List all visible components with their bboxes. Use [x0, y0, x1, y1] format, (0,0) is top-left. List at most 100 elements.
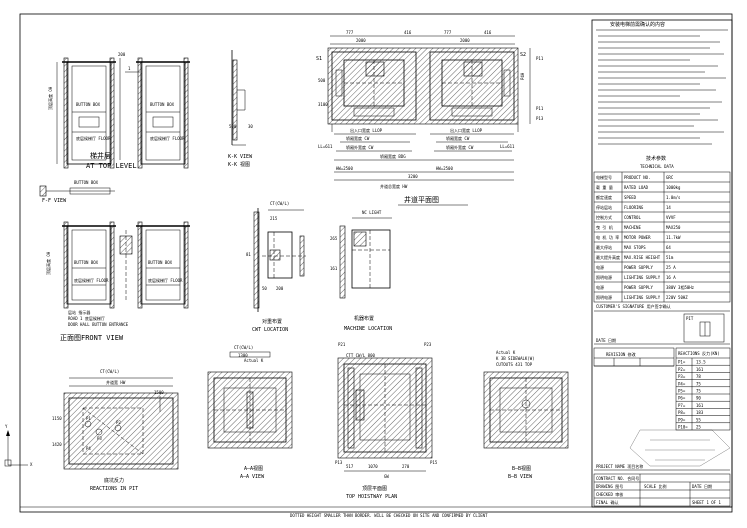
- svg-text:底坑反力: 底坑反力: [104, 477, 124, 484]
- tech-cell: 电源: [596, 284, 604, 290]
- svg-text:P11: P11: [536, 106, 544, 111]
- svg-text:LL=611: LL=611: [318, 144, 333, 149]
- svg-text:265: 265: [330, 236, 338, 241]
- svg-text:出入口宽度 LLOP: 出入口宽度 LLOP: [450, 127, 483, 133]
- tech-cell: 照明电源: [596, 294, 612, 300]
- reaction-cell: P5=: [678, 389, 686, 394]
- svg-text:REACTIONS IN PIT: REACTIONS IN PIT: [90, 486, 138, 492]
- svg-text:DATE 日期: DATE 日期: [596, 337, 616, 343]
- svg-text:轿厢宽度 CW: 轿厢宽度 CW: [446, 135, 470, 141]
- svg-text:1070: 1070: [368, 464, 378, 469]
- svg-text:层站 指示器: 层站 指示器: [68, 309, 90, 315]
- reaction-cell: P7=: [678, 403, 686, 408]
- tech-cell: CONTROL: [624, 215, 641, 220]
- reaction-cell: 75: [696, 381, 701, 386]
- svg-text:NC LIGHT: NC LIGHT: [362, 210, 382, 215]
- svg-text:技术参数: 技术参数: [646, 155, 666, 162]
- svg-text:SHEET 1 OF 1: SHEET 1 OF 1: [692, 500, 721, 505]
- svg-text:3100: 3100: [318, 102, 328, 107]
- svg-text:K 3B SIDEWALK(W): K 3B SIDEWALK(W): [496, 356, 535, 361]
- svg-text:3200: 3200: [408, 174, 418, 179]
- tech-cell: 25 A: [666, 265, 676, 270]
- svg-text:K-K VIEW: K-K VIEW: [228, 154, 253, 160]
- tech-cell: SPEED: [624, 195, 637, 200]
- svg-text:LL=611: LL=611: [500, 144, 515, 149]
- svg-text:517: 517: [346, 464, 354, 469]
- svg-text:轿厢外宽度 CW: 轿厢外宽度 CW: [346, 144, 374, 150]
- tech-cell: MACHINE: [624, 225, 641, 230]
- svg-text:B—B视图: B—B视图: [512, 465, 531, 472]
- tech-cell: 11.7kW: [666, 235, 681, 240]
- tech-cell: 电 机 功 率: [596, 234, 619, 240]
- reaction-cell: P9=: [678, 417, 686, 422]
- svg-text:轿厢宽度 CW: 轿厢宽度 CW: [346, 135, 370, 141]
- tech-cell: 控制方式: [596, 214, 612, 220]
- svg-text:1: 1: [128, 66, 131, 71]
- tech-cell: 64: [666, 245, 671, 250]
- svg-text:HW=2500: HW=2500: [436, 166, 453, 171]
- svg-text:BUTTON BOX: BUTTON BOX: [148, 260, 173, 265]
- svg-text:K-K 视图: K-K 视图: [228, 161, 250, 168]
- svg-text:416: 416: [484, 30, 492, 35]
- svg-text:CTT CW/L 800: CTT CW/L 800: [346, 353, 375, 358]
- svg-text:Actual K: Actual K: [496, 350, 516, 355]
- svg-text:井道宽 HW: 井道宽 HW: [106, 379, 126, 385]
- svg-text:2000: 2000: [460, 38, 470, 43]
- tech-cell: 最大提升高度: [596, 254, 620, 260]
- svg-text:顶层高度 OH: 顶层高度 OH: [47, 86, 53, 110]
- svg-text:P11: P11: [536, 56, 544, 61]
- svg-text:CONTRACT NO. 合同号: CONTRACT NO. 合同号: [596, 475, 639, 481]
- svg-text:DOOR HALL BUTTON ENTRANCE: DOOR HALL BUTTON ENTRANCE: [68, 322, 129, 327]
- svg-text:161: 161: [330, 266, 338, 271]
- reaction-cell: 55: [696, 417, 701, 422]
- svg-text:P23: P23: [424, 342, 432, 347]
- svg-text:500: 500: [318, 78, 326, 83]
- svg-text:HW=2500: HW=2500: [336, 166, 353, 171]
- svg-text:井道总宽度 HW: 井道总宽度 HW: [380, 183, 408, 189]
- tech-cell: MAX STOPS: [624, 245, 646, 250]
- svg-text:1420: 1420: [52, 442, 62, 447]
- hoistway-plan-label: 井道平面图: [404, 195, 439, 204]
- svg-text:MACHINE LOCATION: MACHINE LOCATION: [344, 326, 392, 332]
- tech-cell: 载 重 量: [596, 184, 613, 190]
- svg-text:1150: 1150: [52, 416, 62, 421]
- svg-text:S2: S2: [520, 52, 526, 58]
- view-at-top-level: 顶层高度 OH BUTTON BOX 底层候梯厅 FLOOR 1 200 BUT…: [47, 52, 190, 170]
- reaction-cell: 90: [696, 396, 701, 401]
- reaction-cell: 161: [696, 367, 704, 372]
- tech-cell: RATED LOAD: [624, 185, 649, 190]
- svg-text:轿厢宽度 BDG: 轿厢宽度 BDG: [380, 153, 406, 159]
- tech-cell: 停站层站: [596, 204, 612, 210]
- svg-text:BUTTON BOX: BUTTON BOX: [150, 102, 175, 107]
- svg-text:PIT: PIT: [686, 316, 694, 321]
- svg-text:BUTTON BOX: BUTTON BOX: [74, 180, 99, 185]
- tech-cell: VVVF: [666, 215, 676, 220]
- svg-text:顶层平面图: 顶层平面图: [362, 486, 387, 492]
- tech-cell: LIGHTING SUPPLY: [624, 295, 661, 300]
- svg-text:CT(CW/L): CT(CW/L): [234, 345, 253, 350]
- svg-text:Actual K: Actual K: [244, 358, 264, 363]
- tech-cell: POWER SUPPLY: [624, 265, 653, 270]
- svg-text:P2: P2: [116, 420, 121, 425]
- view-b-b: Actual K K 3B SIDEWALK(W) CUTOUTS 431 TO…: [483, 350, 569, 480]
- tech-cell: MAX250: [666, 225, 681, 230]
- svg-text:BUTTON BOX: BUTTON BOX: [74, 260, 99, 265]
- svg-text:50: 50: [262, 286, 267, 291]
- title-block: 安装电梯前需确认的内容 技术参数 TECHNICAL DATA: [591, 19, 733, 508]
- view-machine-location: NC LIGHT 265 161 机器布置 MACHINE LOCATION: [330, 210, 392, 332]
- svg-text:BUTTON BOX: BUTTON BOX: [76, 102, 101, 107]
- svg-text:ROAD 1 底层候梯厅: ROAD 1 底层候梯厅: [68, 315, 105, 321]
- tech-cell: MOTOR POWER: [624, 235, 651, 240]
- svg-text:500: 500: [229, 124, 237, 129]
- svg-text:TOP HOISTWAY PLAN: TOP HOISTWAY PLAN: [346, 494, 397, 500]
- reaction-cell: P3=: [678, 374, 686, 379]
- view-k-k: 500 30 K-K VIEW K-K 视图: [228, 50, 253, 168]
- svg-text:215: 215: [270, 216, 278, 221]
- at-top-level-label-cn: 梯井层: [90, 151, 111, 160]
- footer-note: DOTTED HEIGHT SMALLER THAN BORDER. WILL …: [290, 513, 488, 518]
- svg-text:B—B VIEW: B—B VIEW: [508, 474, 533, 480]
- svg-text:P4: P4: [86, 446, 91, 451]
- reaction-cell: 13.5: [696, 360, 706, 365]
- tech-cell: MAX.RISE HEIGHT: [624, 255, 661, 260]
